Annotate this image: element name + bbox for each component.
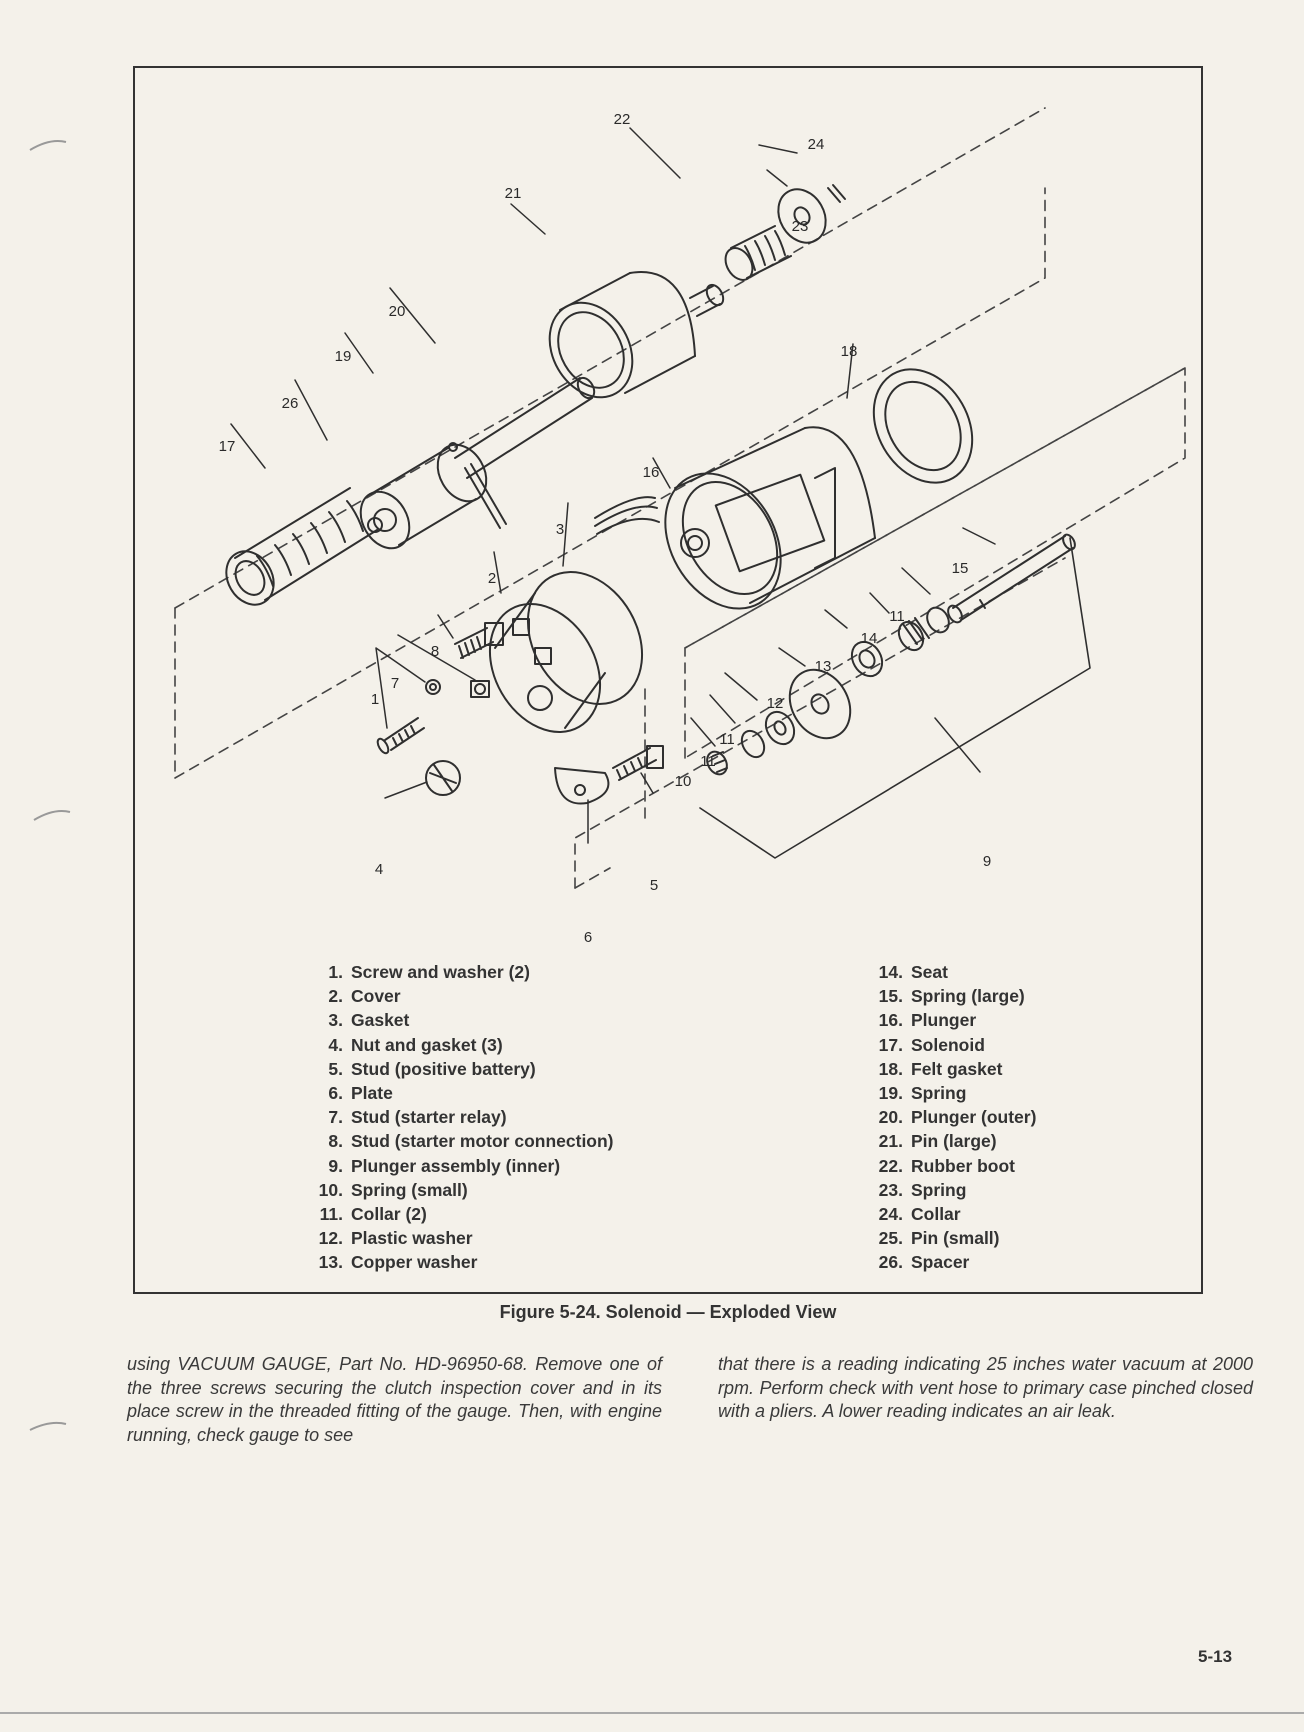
legend-item: 19.Spring [878,1083,967,1104]
rubber-boot-22-shape [548,271,725,399]
legend-item: 21.Pin (large) [878,1131,997,1152]
pin-21-shape [448,376,596,529]
body-text-right-column: that there is a reading indicating 25 in… [718,1354,1253,1421]
callout-5: 5 [650,877,658,894]
leader-lines [230,127,996,844]
legend-item: 4.Nut and gasket (3) [328,1034,503,1055]
callout-2: 2 [488,570,496,587]
plate-6-shape [554,767,610,805]
legend-item: 7.Stud (starter relay) [328,1107,507,1128]
cover-2-shape [488,592,606,733]
felt-gasket-18-shape [872,368,974,484]
collar-24-shape [777,188,827,244]
page-number: 5-13 [1198,1647,1233,1666]
callout-7: 7 [391,675,399,692]
stud-5-shape [612,745,664,781]
stud-7-shape [470,680,490,698]
callout-15: 14 [861,630,878,647]
callout-23: 22 [614,111,631,128]
bracket-9-shape [699,537,1091,859]
legend-item: 5.Stud (positive battery) [328,1058,536,1079]
callout-24: 23 [792,218,809,235]
legend-item: 6.Plate [328,1083,393,1104]
solenoid-17-shape [594,426,876,610]
callout-18: 18 [841,343,858,360]
callout-20: 19 [335,348,352,365]
legend-item: 25.Pin (small) [878,1228,1000,1249]
legend-item: 15.Spring (large) [878,986,1025,1007]
callout-14: 13 [815,658,832,675]
legend-item: 20.Plunger (outer) [878,1107,1037,1128]
callout-11-right: 11 [889,608,905,625]
legend-item: 26.Spacer [878,1252,970,1273]
callout-1: 1 [371,691,379,708]
plunger-outer-20-shape [359,443,488,550]
screw-1-shape [376,679,441,755]
spring-19-shape [225,487,378,606]
callout-13: 12 [767,695,784,712]
bottom-edge-rule [0,1712,1304,1714]
callout-22: 21 [505,185,522,202]
legend-item: 22.Rubber boot [878,1155,1016,1176]
figure-caption: Figure 5-24. Solenoid — Exploded View [499,1302,837,1322]
pin-25-shape [827,184,846,203]
scan-artifact-marks [29,140,71,1431]
callout-26: 26 [282,395,299,412]
legend-item: 14.Seat [878,962,948,982]
callout-8: 8 [431,643,439,660]
callout-16: 15 [952,560,969,577]
callout-17: 16 [643,464,660,481]
exploded-view-drawing: 22 24 21 23 20 19 18 26 17 16 3 15 2 11 … [174,107,1186,946]
legend-item: 23.Spring [878,1179,967,1200]
legend-item: 16.Plunger [878,1010,977,1031]
nut-4-shape [425,760,461,796]
legend-item: 24.Collar [878,1204,961,1225]
callout-6: 6 [584,929,592,946]
legend-item: 10.Spring (small) [318,1179,468,1200]
legend-item: 13.Copper washer [318,1252,478,1273]
callout-4: 4 [375,861,383,878]
callout-11-left: 11 [700,753,716,770]
legend-item: 8.Stud (starter motor connection) [328,1131,614,1152]
alignment-dashes [174,107,1186,889]
callout-3: 3 [556,521,564,538]
callout-21: 20 [389,303,406,320]
body-text-left-column: using VACUUM GAUGE, Part No. HD-96950-68… [127,1354,662,1445]
callout-25: 24 [808,136,825,153]
legend-item: 3.Gasket [328,1010,410,1031]
plunger-assembly-9-parts [706,533,1076,776]
callout-10: 10 [675,773,692,790]
legend-item: 9.Plunger assembly (inner) [328,1155,561,1176]
parts-legend-right: 14.Seat 15.Spring (large) 16.Plunger 17.… [855,960,1037,1275]
callout-19: 17 [219,438,236,455]
spring-23-shape [724,225,792,281]
legend-item: 11.Collar (2) [319,1204,427,1225]
parts-legend-left: 1.Screw and washer (2) 2.Cover 3.Gasket … [295,960,614,1275]
legend-item: 17.Solenoid [878,1034,985,1055]
legend-item: 1.Screw and washer (2) [328,962,530,982]
legend-item: 12.Plastic washer [318,1228,473,1249]
figure-frame: 22 24 21 23 20 19 18 26 17 16 3 15 2 11 … [133,66,1203,1294]
stud-8-shape [454,622,504,659]
legend-item: 2.Cover [328,986,401,1007]
callout-12: 11 [719,731,735,748]
callout-9: 9 [983,853,991,870]
legend-item: 18.Felt gasket [878,1058,1003,1079]
